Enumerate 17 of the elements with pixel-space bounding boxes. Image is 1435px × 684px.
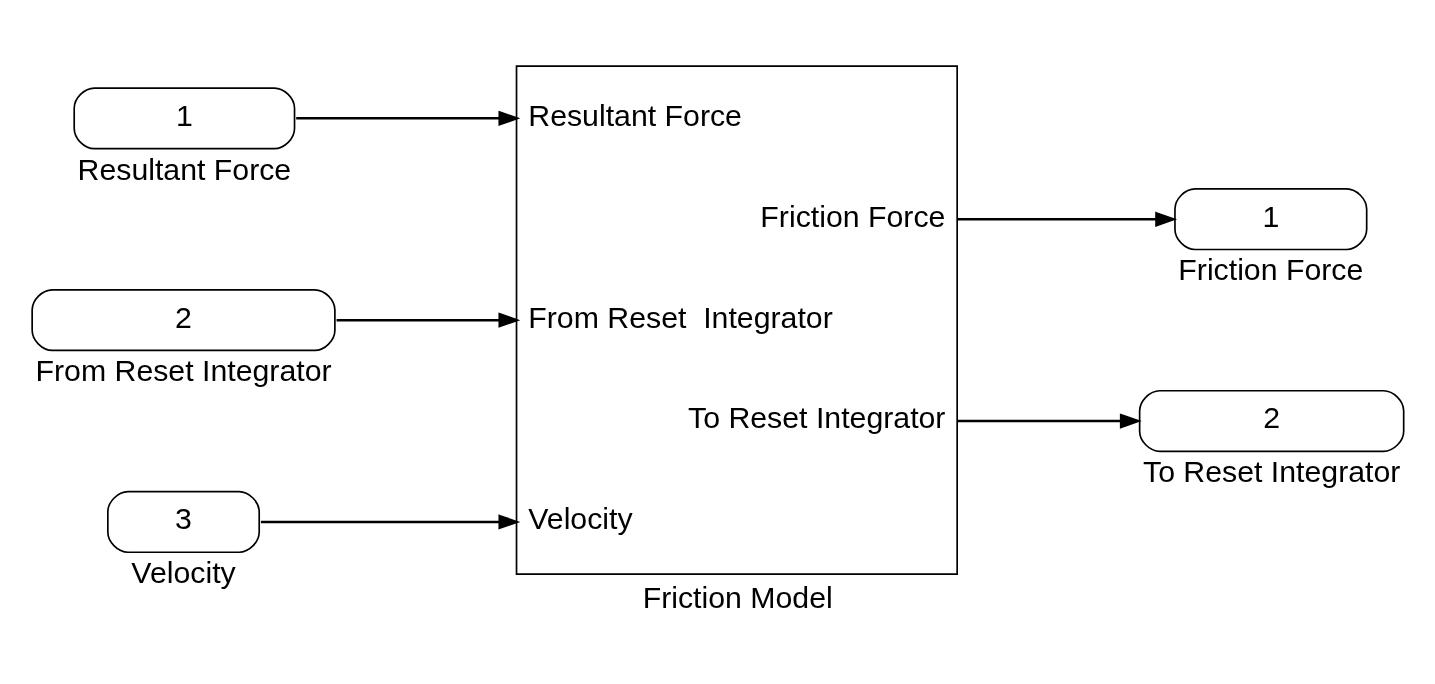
arrow <box>260 514 521 530</box>
node-label: Friction Force <box>1178 253 1364 287</box>
node-box: 2 <box>31 289 336 352</box>
node-box: 1 <box>1174 188 1368 251</box>
node-box: 3 <box>107 490 261 554</box>
node-label: Friction Model <box>642 581 833 615</box>
node-label: Resultant Force <box>77 152 292 186</box>
node-box: 1 <box>73 87 296 150</box>
node-label: Velocity <box>131 556 236 590</box>
node-box: 2 <box>1138 389 1405 453</box>
arrow <box>296 110 521 126</box>
node-label: To Reset Integrator <box>1143 455 1401 489</box>
node-box: Resultant Force Friction Force From Reset Integrator To Reset Integrator Velocity <box>515 65 958 575</box>
arrow <box>957 413 1142 429</box>
arrow <box>957 211 1178 227</box>
node-label: From Reset Integrator <box>35 354 332 388</box>
arrow <box>336 312 521 328</box>
